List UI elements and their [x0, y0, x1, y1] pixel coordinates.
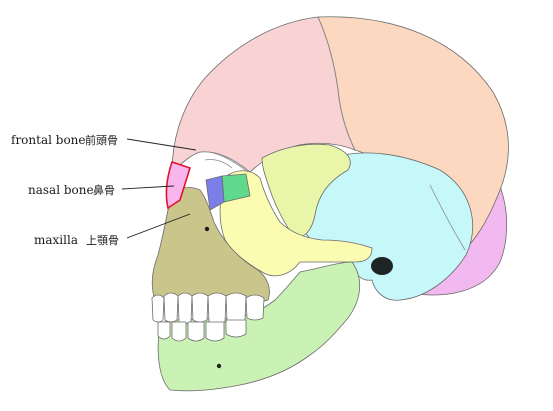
brow-line	[204, 159, 233, 169]
ear-canal	[371, 257, 393, 275]
lambdoid-suture	[429, 184, 466, 251]
frontal-label-jp: 前頭骨	[85, 133, 118, 147]
nasal-leader	[121, 185, 175, 190]
orbit-rim	[199, 151, 249, 173]
nasal-label-jp: 鼻骨	[93, 183, 115, 197]
nasal-bone	[166, 162, 190, 208]
lower-teeth	[157, 319, 247, 342]
coronal-suture	[317, 16, 356, 151]
maxilla-leader	[126, 213, 191, 239]
frontal-label-en: frontal bone	[11, 133, 86, 147]
nasal-label-en: nasal bone	[28, 183, 94, 197]
maxilla-label-jp: 上顎骨	[86, 234, 119, 247]
sphenoid-bone	[261, 143, 351, 239]
mental-foramen	[216, 363, 222, 369]
maxilla-label-en: maxilla	[34, 233, 78, 247]
infraorbital-foramen	[204, 226, 210, 232]
lacrimal-bone	[205, 175, 225, 211]
nasal-bone-outline	[165, 160, 191, 210]
frontal-leader	[126, 138, 197, 151]
